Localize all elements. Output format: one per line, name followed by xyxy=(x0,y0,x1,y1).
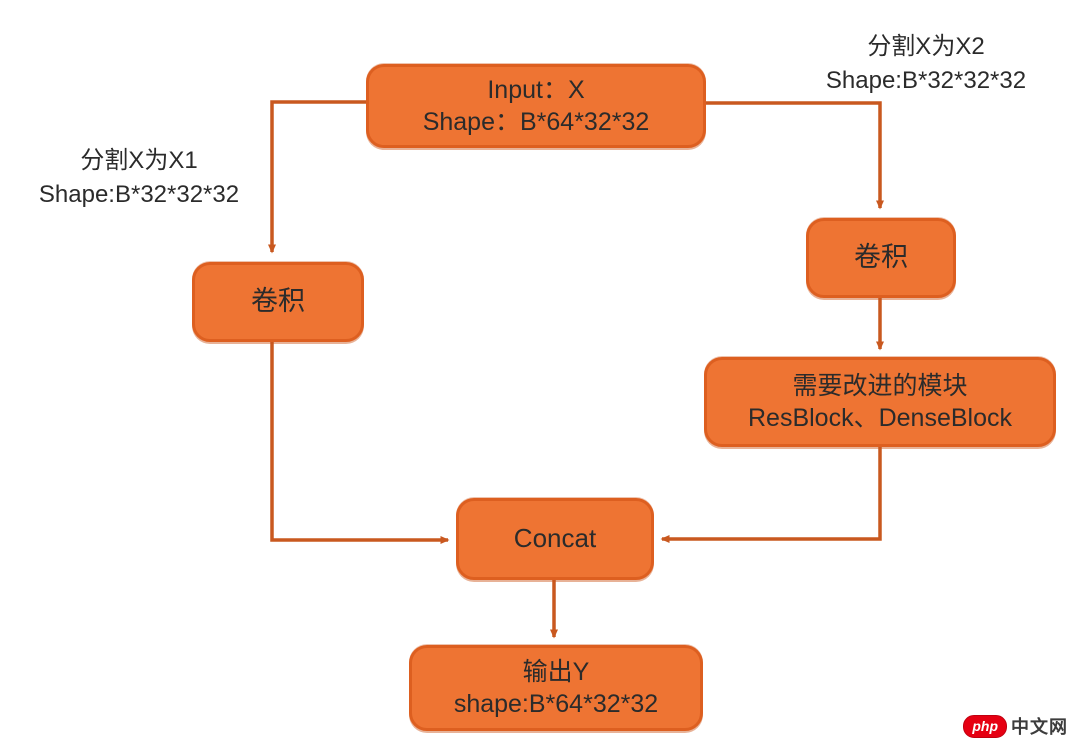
node-output-line2: shape:B*64*32*32 xyxy=(453,690,659,718)
watermark-php-cn: php 中文网 xyxy=(963,713,1068,739)
node-concat: Concat xyxy=(456,498,654,580)
edge-input-to-conv-left xyxy=(268,100,368,254)
node-conv-right-label: 卷积 xyxy=(854,242,908,273)
node-module: 需要改进的模块 ResBlock、DenseBlock xyxy=(704,357,1056,447)
annotation-split-x2-line1: 分割X为X2 xyxy=(867,33,985,60)
annotation-split-x1-line1: 分割X为X1 xyxy=(80,147,198,174)
node-module-line2: ResBlock、DenseBlock xyxy=(748,404,1012,432)
node-input: Input：X Shape：B*64*32*32 xyxy=(366,64,706,148)
edge-module-to-concat xyxy=(660,447,882,543)
node-module-line1: 需要改进的模块 xyxy=(792,371,968,400)
edge-input-to-conv-right xyxy=(704,101,884,210)
node-output-line1: 输出Y xyxy=(522,657,590,686)
annotation-split-x1-line2: Shape:B*32*32*32 xyxy=(38,180,240,208)
node-input-line1: Input：X xyxy=(487,75,585,104)
annotation-split-x2: 分割X为X2 Shape:B*32*32*32 xyxy=(780,30,1072,97)
annotation-split-x2-line2: Shape:B*32*32*32 xyxy=(825,66,1027,94)
node-concat-label: Concat xyxy=(513,523,597,554)
annotation-split-x1: 分割X为X1 Shape:B*32*32*32 xyxy=(8,144,270,211)
edge-conv-left-to-concat xyxy=(270,342,450,544)
node-output: 输出Y shape:B*64*32*32 xyxy=(409,645,703,731)
php-logo-badge: php xyxy=(963,714,1007,738)
node-input-line2: Shape：B*64*32*32 xyxy=(422,108,650,136)
node-conv-right: 卷积 xyxy=(806,218,956,298)
node-conv-left-label: 卷积 xyxy=(251,286,305,317)
node-conv-left: 卷积 xyxy=(192,262,364,342)
php-logo-site-text: 中文网 xyxy=(1011,717,1068,737)
